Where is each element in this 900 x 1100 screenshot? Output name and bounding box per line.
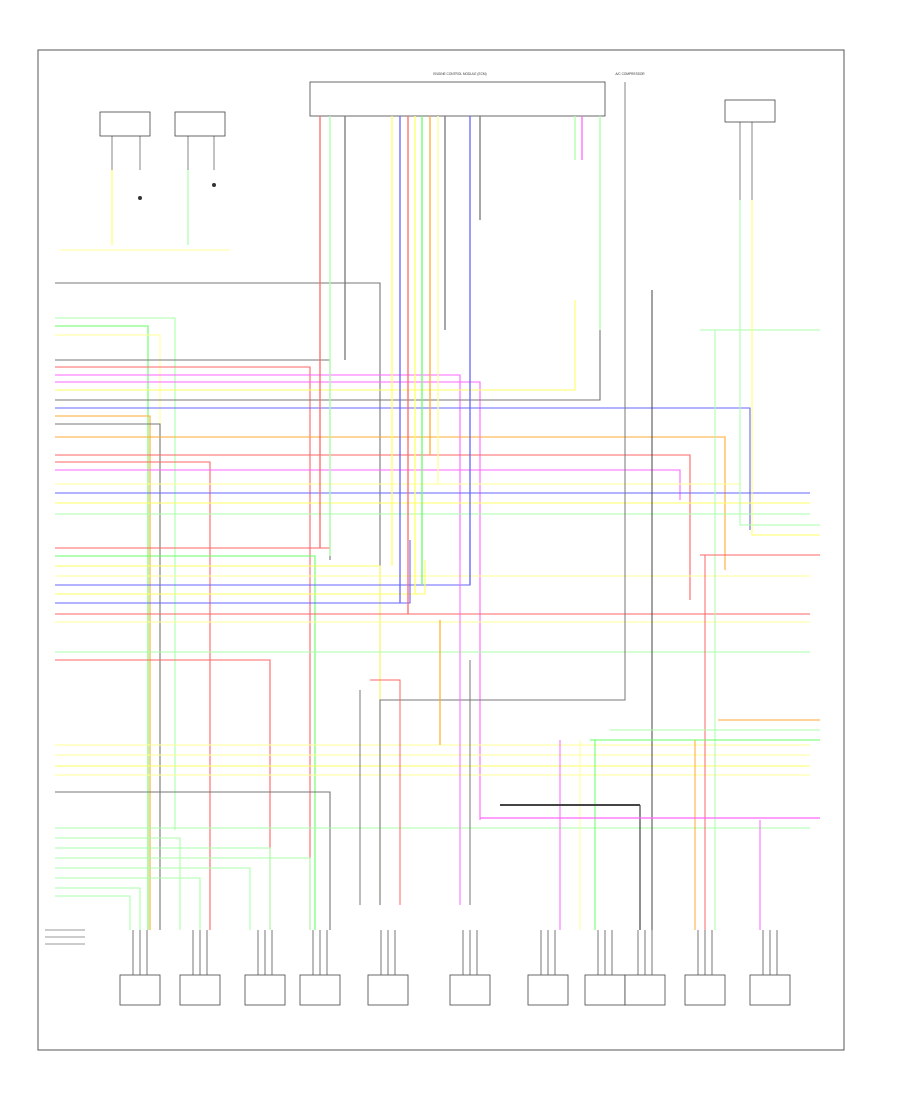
wire [55,330,601,401]
wire [55,877,201,930]
component-8 [584,930,626,1006]
wire [55,887,141,930]
component-9 [624,930,666,1006]
wire [55,560,426,595]
diagram-border [37,49,845,1051]
wire [55,895,131,930]
wire [55,374,461,560]
wire [370,679,401,905]
wire [55,659,271,930]
wire [55,454,691,600]
component-2 [179,930,221,1006]
component-6 [449,930,491,1006]
component-7 [527,930,569,1006]
ecm-label: ENGINE CONTROL MODULE (ECM) [433,72,486,76]
wire [739,200,820,526]
wire [55,461,211,930]
legend-note [45,929,85,945]
component-1 [119,930,161,1006]
wire [55,469,681,500]
wire [55,837,181,930]
wire [55,847,271,930]
relay-block-right [724,99,776,200]
wire [55,300,576,391]
wire [55,317,176,830]
wire [751,200,820,536]
component-row [119,930,791,1006]
wire [55,867,251,930]
wire [55,483,741,505]
component-11 [749,930,791,1006]
wire [55,540,411,604]
wire [55,423,161,930]
wire [55,407,751,530]
wire [55,555,316,930]
wire [55,565,381,900]
component-5 [367,930,409,1006]
ac-label: A/C COMPRESSOR [615,72,645,76]
wire [55,381,481,820]
wire [55,366,311,930]
ecm-module: ENGINE CONTROL MODULE (ECM) [309,72,606,117]
ac-compressor: A/C COMPRESSOR [615,72,645,200]
wire-harness [55,116,820,930]
wire [55,530,331,549]
top-left-connector-1 [99,111,151,200]
component-10 [684,930,726,1006]
top-left-connector-2 [174,111,226,187]
wire [55,325,149,930]
wire [55,857,311,930]
component-3 [244,930,286,1006]
wire [55,791,331,930]
wire [55,436,726,570]
component-4 [299,930,341,1006]
wire [379,200,626,905]
wire [55,415,151,930]
